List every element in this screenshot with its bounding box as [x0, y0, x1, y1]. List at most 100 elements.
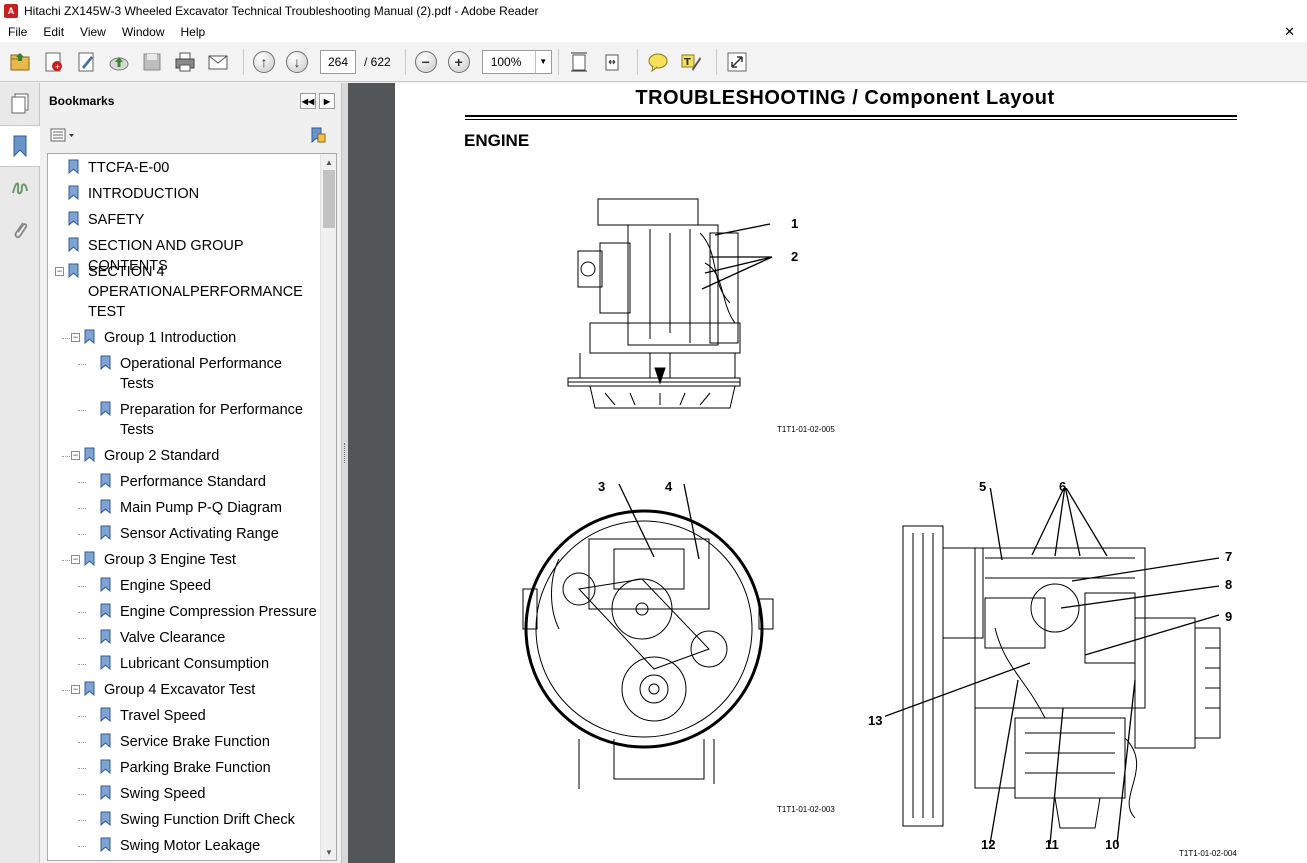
page-title: TROUBLESHOOTING / Component Layout	[635, 87, 1055, 109]
bookmark-item[interactable]: Valve Clearance	[78, 628, 318, 648]
bookmark-icon	[100, 525, 111, 540]
bookmark-item[interactable]: −Group 2 Standard	[62, 446, 318, 466]
upload-button[interactable]	[105, 48, 133, 76]
fit-width-button[interactable]	[598, 48, 626, 76]
scrollbar-thumb[interactable]	[323, 170, 335, 228]
bookmark-item[interactable]: Lubricant Consumption	[78, 654, 318, 674]
bookmark-item[interactable]: −Group 1 Introduction	[62, 328, 318, 348]
email-button[interactable]	[204, 48, 232, 76]
bookmark-item[interactable]: Swing Speed	[78, 784, 318, 804]
toolbar-separator	[715, 48, 717, 75]
menu-file[interactable]: File	[8, 25, 28, 39]
scroll-down-icon[interactable]: ▼	[325, 847, 333, 857]
figure-code: T1T1-01-02-005	[777, 425, 835, 434]
print-button[interactable]	[171, 48, 199, 76]
bookmark-item[interactable]: Sensor Activating Range	[78, 524, 318, 544]
signatures-tab[interactable]	[0, 167, 40, 209]
tree-guide-line	[78, 534, 86, 535]
bookmarks-tab[interactable]	[0, 125, 40, 167]
tree-guide-line	[78, 586, 86, 587]
bookmark-item[interactable]: Operational Performance Tests	[78, 354, 318, 394]
close-document-icon[interactable]: ✕	[1284, 24, 1295, 39]
bookmark-item[interactable]: Main Pump P-Q Diagram	[78, 498, 318, 518]
engine-top-view-figure	[567, 198, 773, 409]
bookmark-icon	[84, 551, 95, 566]
menu-window[interactable]: Window	[121, 25, 165, 39]
bookmark-item[interactable]: Parking Brake Function	[78, 758, 318, 778]
bookmark-item[interactable]: Swing Motor Leakage	[78, 836, 318, 856]
tree-guide-line	[78, 846, 86, 847]
callout-6: 6	[1059, 479, 1067, 494]
bookmark-item[interactable]: SECTION AND GROUP CONTENTS	[68, 236, 318, 276]
svg-text:T: T	[684, 57, 691, 68]
callout-2: 2	[791, 249, 799, 264]
collapse-toggle-icon[interactable]: −	[71, 684, 80, 694]
bookmark-label: SECTION AND GROUP CONTENTS	[88, 238, 244, 274]
collapse-toggle-icon[interactable]: −	[55, 266, 64, 276]
callout-10: 10	[1105, 837, 1120, 852]
zoom-select[interactable]: 100% ▼	[481, 49, 552, 74]
envelope-icon	[208, 55, 228, 69]
bookmark-item[interactable]: INTRODUCTION	[68, 184, 318, 204]
bookmark-icon	[100, 499, 111, 514]
collapse-toggle-icon[interactable]: −	[71, 450, 80, 460]
bookmark-icon	[100, 355, 111, 370]
page-thumbnails-tab[interactable]	[0, 83, 40, 125]
menu-view[interactable]: View	[80, 25, 106, 39]
bookmark-item[interactable]: Preparation for Performance Tests	[78, 400, 318, 440]
collapse-panel-button[interactable]: ◀◀	[300, 93, 316, 109]
options-menu-icon[interactable]	[50, 127, 76, 143]
hide-panel-button[interactable]: ▶	[319, 93, 335, 109]
callout-8: 8	[1225, 577, 1233, 592]
tree-guide-line	[78, 742, 86, 743]
bookmark-item[interactable]: −Group 4 Excavator Test	[62, 680, 318, 700]
bookmark-icon	[68, 263, 79, 278]
bookmark-label: Sensor Activating Range	[120, 526, 279, 542]
edit-pdf-icon	[78, 52, 94, 71]
highlight-button[interactable]: T	[677, 48, 705, 76]
collapse-toggle-icon[interactable]: −	[71, 332, 80, 342]
save-button[interactable]	[138, 48, 166, 76]
bookmark-item[interactable]: Service Brake Function	[78, 732, 318, 752]
bookmark-item[interactable]: TTCFA-E-00	[68, 158, 318, 178]
zoom-out-button[interactable]: −	[412, 48, 440, 76]
scroll-up-icon[interactable]: ▲	[325, 157, 333, 167]
bookmark-label: SECTION 4 OPERATIONALPERFORMANCE TEST	[88, 264, 303, 320]
bookmark-item[interactable]: −Group 3 Engine Test	[62, 550, 318, 570]
splitter-grip	[344, 443, 346, 463]
menu-edit[interactable]: Edit	[43, 25, 65, 39]
callout-9: 9	[1225, 609, 1233, 624]
edit-pdf-button[interactable]	[72, 48, 100, 76]
bookmark-item[interactable]: Travel Speed	[78, 706, 318, 726]
page-number-input[interactable]: 264	[320, 49, 356, 74]
signature-icon	[12, 182, 28, 195]
menu-help[interactable]: Help	[180, 25, 206, 39]
paperclip-icon	[14, 222, 28, 239]
bookmark-item[interactable]: Performance Standard	[78, 472, 318, 492]
bookmark-item[interactable]: − SECTION 4 OPERATIONALPERFORMANCE TEST	[55, 262, 318, 322]
pages-icon	[11, 93, 29, 114]
new-bookmark-icon[interactable]	[309, 126, 327, 144]
collapse-toggle-icon[interactable]: −	[71, 554, 80, 564]
chevron-down-icon[interactable]: ▼	[534, 50, 551, 73]
open-file-button[interactable]	[6, 48, 34, 76]
previous-page-button[interactable]: ↑	[250, 48, 278, 76]
zoom-in-button[interactable]: +	[445, 48, 473, 76]
document-viewport[interactable]: TROUBLESHOOTING / Component Layout ENGIN…	[348, 83, 1307, 863]
bookmark-scrollbar[interactable]: ▲ ▼	[320, 154, 336, 860]
bookmark-item[interactable]: SAFETY	[68, 210, 318, 230]
bookmark-item[interactable]: Engine Speed	[78, 576, 318, 596]
bookmark-item[interactable]: Engine Compression Pressure	[78, 602, 318, 622]
bookmark-icon	[100, 629, 111, 644]
comment-button[interactable]	[644, 48, 672, 76]
bookmark-item[interactable]: Swing Function Drift Check	[78, 810, 318, 830]
expand-button[interactable]	[723, 48, 751, 76]
panel-splitter[interactable]	[341, 83, 348, 863]
fit-page-button[interactable]	[565, 48, 593, 76]
create-pdf-button[interactable]: +	[39, 48, 67, 76]
fit-page-icon	[570, 52, 587, 71]
attachments-tab[interactable]	[0, 209, 40, 251]
next-page-button[interactable]: ↓	[283, 48, 311, 76]
tree-guide-line	[62, 338, 70, 339]
